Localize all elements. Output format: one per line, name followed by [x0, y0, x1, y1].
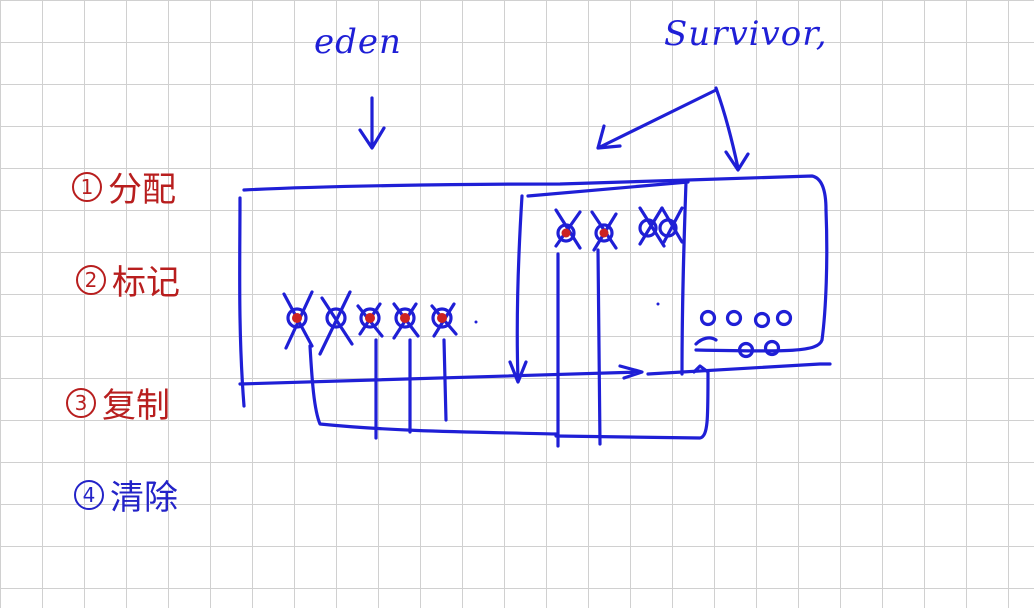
survivor0-box — [526, 180, 690, 376]
eden-cross — [318, 290, 354, 356]
copy-arrowhead — [694, 336, 718, 346]
eden-mark — [365, 313, 375, 323]
step-3-label: 复制 — [102, 386, 170, 426]
survivor1-object — [737, 341, 755, 359]
survivor-arrow-right — [714, 86, 750, 172]
copy-line — [554, 364, 710, 440]
eden-object — [394, 307, 416, 329]
survivor0-mark — [599, 228, 609, 238]
eden-label: eden — [314, 22, 402, 62]
step-1-number: 1 — [72, 171, 102, 202]
heap-left-edge — [238, 196, 246, 408]
step-4-clear: 4 清除 — [74, 470, 178, 519]
step-2-label: 标记 — [112, 263, 180, 303]
step-1-label: 分配 — [108, 170, 176, 210]
eden-object — [359, 307, 381, 329]
survivor0-object — [594, 223, 614, 243]
survivor0-cross — [660, 206, 684, 244]
eden-mark — [400, 313, 410, 323]
survivor1-object — [775, 309, 793, 327]
survivor0-mark — [561, 228, 571, 238]
eden-mark — [292, 313, 302, 323]
eden-divider — [508, 194, 528, 384]
heap-bottom-edge — [238, 362, 832, 386]
survivor-arrow-left — [596, 88, 718, 150]
step-1-allocate: 1 分配 — [72, 162, 176, 211]
stray-dot — [656, 302, 660, 306]
heap-right-edge — [694, 208, 829, 353]
heap-top-edge — [242, 174, 828, 212]
survivor-label: Survivor, — [664, 14, 828, 54]
eden-mark — [437, 313, 447, 323]
step-3-copy: 3 复制 — [66, 378, 170, 427]
eden-arrow — [358, 96, 386, 150]
step-2-number: 2 — [76, 264, 106, 295]
survivor1-object — [699, 309, 717, 327]
survivor1-object — [753, 311, 771, 329]
step-4-label: 清除 — [110, 478, 178, 518]
survivor1-object — [725, 309, 743, 327]
copy-line — [308, 344, 558, 436]
step-3-number: 3 — [66, 387, 96, 418]
stray-dot — [474, 320, 478, 324]
eden-object — [325, 307, 347, 329]
survivor1-object — [763, 339, 781, 357]
step-2-mark: 2 标记 — [76, 255, 180, 304]
survivor0-cross — [638, 206, 666, 248]
step-4-number: 4 — [74, 479, 104, 510]
eden-object — [431, 307, 453, 329]
copy-line — [596, 248, 602, 446]
copy-line — [442, 338, 448, 422]
